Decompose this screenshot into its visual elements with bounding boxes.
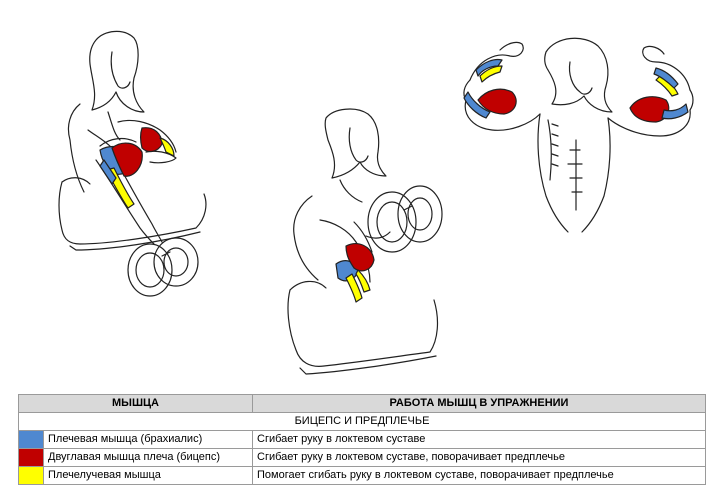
table-header-row: МЫШЦА РАБОТА МЫШЦ В УПРАЖНЕНИИ [18,394,706,413]
muscle-name: Двуглавая мышца плеча (бицепс) [43,448,253,467]
header-work: РАБОТА МЫШЦ В УПРАЖНЕНИИ [252,394,706,413]
dumbbell-curl-figure [287,108,443,375]
muscle-name: Плечелучевая мышца [43,466,253,485]
double-biceps-figure [463,37,694,233]
section-title: БИЦЕПС И ПРЕДПЛЕЧЬЕ [18,412,706,431]
table-row: Плечевая мышца (брахиалис) Сгибает руку … [18,430,706,449]
table-row: Плечелучевая мышца Помогает сгибать руку… [18,466,706,485]
color-swatch [18,466,44,485]
muscle-name: Плечевая мышца (брахиалис) [43,430,253,449]
muscle-table: МЫШЦА РАБОТА МЫШЦ В УПРАЖНЕНИИ БИЦЕПС И … [18,394,706,485]
header-muscle: МЫШЦА [18,394,253,413]
color-swatch [18,448,44,467]
preacher-curl-figure [58,30,207,297]
muscle-work: Сгибает руку в локтевом суставе, поворач… [252,448,706,467]
muscle-work: Сгибает руку в локтевом суставе [252,430,706,449]
table-row: Двуглавая мышца плеча (бицепс) Сгибает р… [18,448,706,467]
table-section-row: БИЦЕПС И ПРЕДПЛЕЧЬЕ [18,412,706,431]
exercise-illustrations [58,30,694,375]
muscle-work: Помогает сгибать руку в локтевом суставе… [252,466,706,485]
color-swatch [18,430,44,449]
